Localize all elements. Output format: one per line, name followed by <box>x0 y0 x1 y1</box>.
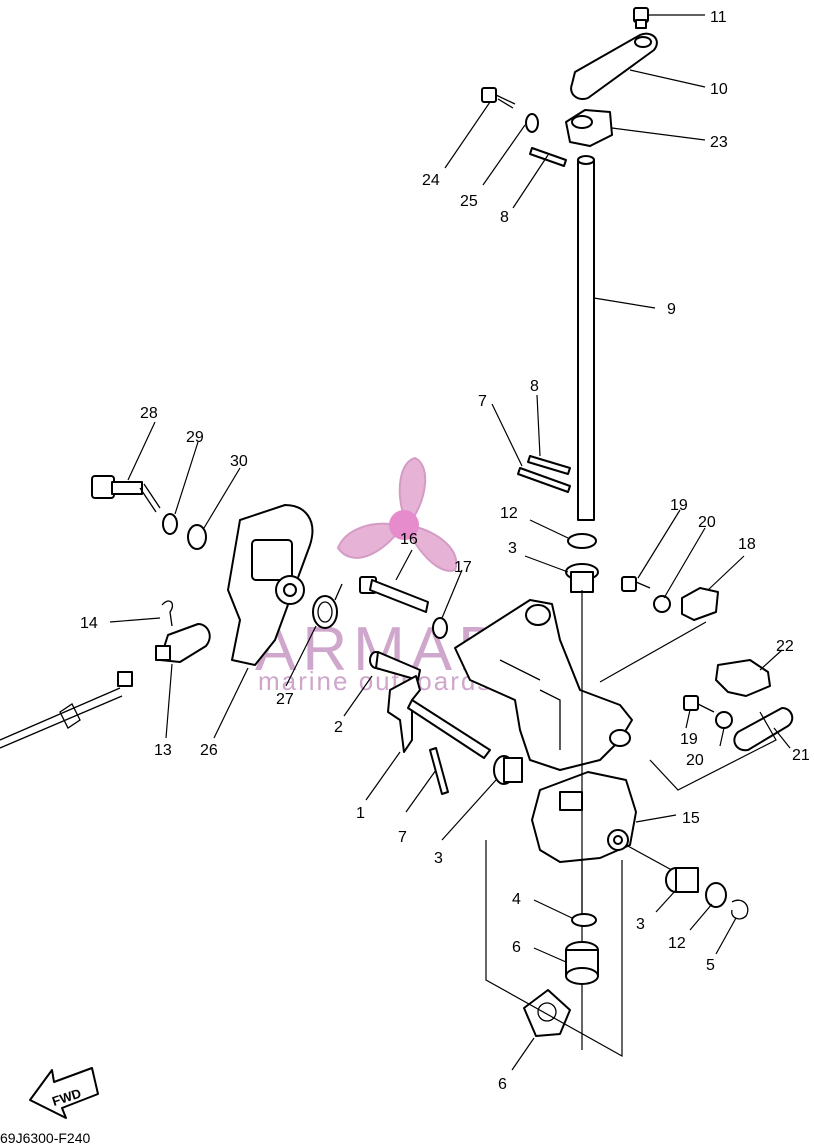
part-20-washer-upper <box>653 595 671 613</box>
callout-6-lower: 6 <box>498 1076 507 1093</box>
callout-20-lower: 20 <box>686 752 704 769</box>
callout-3-left: 3 <box>434 850 443 867</box>
part-25-washer <box>525 113 539 133</box>
callout-27: 27 <box>276 691 294 708</box>
part-27-spring <box>312 583 343 629</box>
part-28-bolt <box>91 475 161 513</box>
callout-28: 28 <box>140 405 158 422</box>
callout-21: 21 <box>792 747 810 764</box>
callout-9: 9 <box>667 301 676 318</box>
callout-7-upper: 7 <box>478 393 487 410</box>
propeller-icon <box>336 456 458 572</box>
callout-23: 23 <box>710 134 728 151</box>
callout-6-upper: 6 <box>512 939 521 956</box>
callout-19-upper: 19 <box>670 497 688 514</box>
callout-3-right: 3 <box>636 916 645 933</box>
part-23-lever-boss <box>565 109 613 147</box>
part-6-gear-lower <box>523 989 571 1037</box>
part-4-washer <box>571 913 597 927</box>
callout-17: 17 <box>454 559 472 576</box>
part-15-lower-bracket <box>531 771 637 863</box>
callout-10: 10 <box>710 81 728 98</box>
callout-11: 11 <box>710 9 727 26</box>
bracket-upper <box>454 599 633 771</box>
callout-18: 18 <box>738 536 756 553</box>
part-3-bushing-upper <box>565 563 599 593</box>
part-7-pin-upper <box>517 467 571 493</box>
leader-lines <box>109 14 791 1071</box>
part-1-shift-shaft <box>387 675 491 759</box>
part-29-washer <box>162 513 178 535</box>
callout-8-lower: 8 <box>530 378 539 395</box>
part-3-bushing-right <box>665 867 699 893</box>
callout-13: 13 <box>154 742 172 759</box>
part-26-lever-arm <box>227 504 314 666</box>
watermark-tagline: marine outboards <box>258 666 492 696</box>
callout-2: 2 <box>334 719 343 736</box>
part-22-clamp <box>715 659 771 697</box>
callout-26: 26 <box>200 742 218 759</box>
callout-16: 16 <box>400 531 418 548</box>
boundary-line-lower <box>485 840 623 1058</box>
part-24-bolt <box>481 87 516 109</box>
callout-12-lower: 12 <box>668 935 686 952</box>
diagram-code: 69J6300-F240 <box>0 1130 91 1145</box>
part-6-gear-upper <box>565 941 599 985</box>
callout-19-lower: 19 <box>680 731 698 748</box>
part-11-grease-nipple <box>633 7 649 29</box>
part-17-collar <box>432 617 448 639</box>
part-5-circlip <box>731 899 749 920</box>
callout-1: 1 <box>356 805 365 822</box>
callout-5: 5 <box>706 957 715 974</box>
callout-14: 14 <box>80 615 98 632</box>
part-19-bolt-lower <box>683 695 715 713</box>
part-10-shift-lever <box>570 32 658 100</box>
part-13-cable-joint <box>155 623 211 663</box>
part-19-bolt-upper <box>621 576 651 592</box>
boundary-line-right <box>599 621 777 791</box>
callout-29: 29 <box>186 429 204 446</box>
callout-25: 25 <box>460 193 478 210</box>
fwd-arrow: FWD <box>29 1067 99 1119</box>
callout-15: 15 <box>682 810 700 827</box>
callout-3-upper: 3 <box>508 540 517 557</box>
part-12-washer-lower <box>705 882 727 908</box>
part-16-bolt <box>359 576 429 613</box>
part-18-clip <box>681 587 719 621</box>
part-30-washer <box>187 524 207 550</box>
callout-8-upper: 8 <box>500 209 509 226</box>
part-9-shift-rod <box>577 155 595 521</box>
callout-4: 4 <box>512 891 521 908</box>
part-14-clip <box>161 600 174 627</box>
part-8-pin-lower <box>527 455 571 475</box>
callout-20-upper: 20 <box>698 514 716 531</box>
callout-7-lower: 7 <box>398 829 407 846</box>
callout-numbers: 11 10 23 24 25 8 9 8 7 12 3 19 20 18 22 … <box>80 9 810 1093</box>
callout-30: 30 <box>230 453 248 470</box>
shift-cable <box>0 671 133 749</box>
part-20-washer-lower <box>715 711 733 729</box>
part-3-bushing-left <box>493 755 523 785</box>
callout-12-upper: 12 <box>500 505 518 522</box>
callout-24: 24 <box>422 172 440 189</box>
part-12-washer-upper <box>567 533 597 549</box>
part-8-pin-upper <box>529 147 567 167</box>
part-21-link <box>733 707 794 752</box>
callout-22: 22 <box>776 638 794 655</box>
part-7-pin-lower <box>429 747 449 795</box>
